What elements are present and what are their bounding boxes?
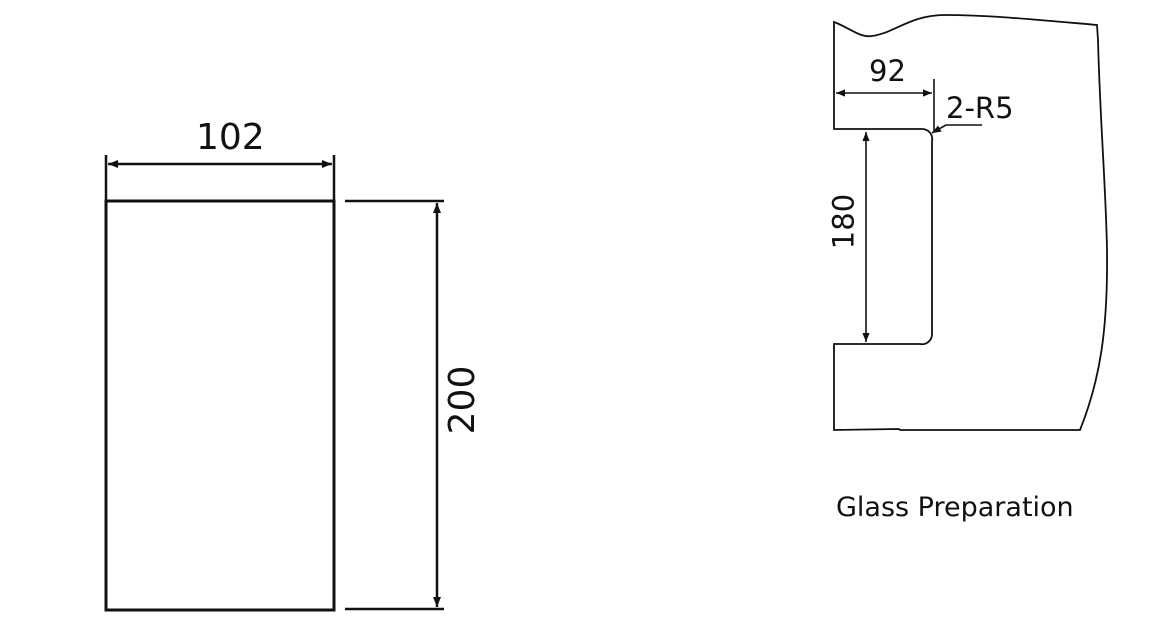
width-dimension-label: 102 [196,117,265,158]
glass-outline [833,14,1108,431]
notch-width-label: 92 [869,54,906,88]
drawing-caption: Glass Preparation [836,492,1074,523]
radius-label: 2-R5 [946,91,1014,125]
height-dimension-label: 200 [442,365,483,435]
glass-notch-profile [833,14,1108,431]
rectangle-part [104,155,444,612]
radius-leader [931,124,947,134]
part-outline [104,199,336,612]
notch-height-label: 180 [826,193,861,250]
